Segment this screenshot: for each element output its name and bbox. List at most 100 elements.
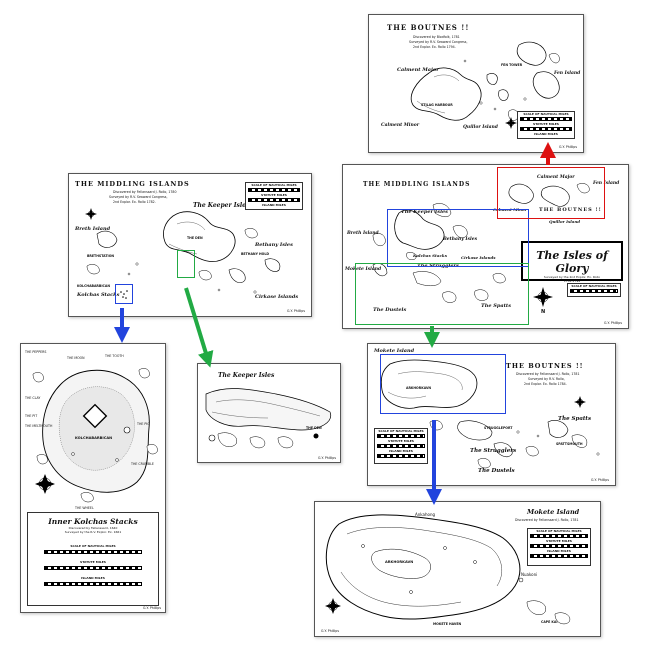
mokete-label-cape-kai: CAPE KAI [541, 620, 558, 624]
middling-label-cirkase: Cirkase Islands [255, 294, 299, 300]
boutnes-mid-label-struggleport: STRUGGLEPORT [484, 426, 513, 430]
label-fen-tower: FEN TOWER [501, 63, 523, 67]
map-middling-islands: THE MIDDLING ISLANDS Discovered by Fella… [68, 173, 312, 317]
glory-scale-bar [570, 289, 618, 293]
mokete-label-nuakoni: Nuakoni [521, 572, 538, 577]
middling-label-den: THE DEN [187, 236, 203, 240]
map-inner-kolchas-stacks: THE PEPPERS THE MOON THE TOOTH THE CLAY … [20, 343, 166, 613]
scale-bar [530, 534, 588, 538]
glory-middling-title: THE MIDDLING ISLANDS [363, 181, 471, 188]
map-isles-of-glory: THE MIDDLING ISLANDS THE BOUTNES !! The … [342, 164, 629, 329]
glory-label-keeper: The Keeper Isles [401, 209, 448, 215]
highlight-middling-blue [387, 209, 529, 267]
scale-bar [377, 444, 425, 448]
scale-nautical-label: SCALE OF NAUTICAL MILES [378, 429, 424, 433]
scale-island-label: ISLAND MILES [534, 132, 558, 136]
kolchas-label-meltmouth: THE MELTMOUTH [25, 424, 53, 428]
scale-bar [248, 198, 300, 202]
kolchas-label-pig: THE PIG [137, 422, 150, 426]
highlight-mokete-blue [380, 354, 506, 414]
middling-label-bethany-hold: BETHANY HOLD [241, 252, 270, 256]
kolchas-surveyed: Surveyed by the R.V. Explor. Ex. 1661 [64, 530, 122, 534]
glory-label-dustels: The Dustels [373, 307, 407, 313]
boutnes-mid-title: THE BOUTNES !! [506, 362, 584, 370]
glory-cartouche: The Isles of Glory Surveyed by the 2nd E… [521, 241, 623, 283]
middling-label-kolchas: Kolchas Stacks [77, 292, 120, 298]
kolchas-subtitle: Discovered by Fellanssard, 1640 [68, 526, 118, 530]
boutnes-detail-coastlines [410, 41, 560, 121]
den-label-den: THE DEN [306, 426, 322, 430]
glory-cartouche-sub2: 1781-1794 [563, 279, 581, 283]
glory-label-cirkase: Cirkase Islands [461, 255, 496, 260]
middling-coastlines [85, 208, 281, 299]
glory-cartouche-title: The Isles of Glory [536, 249, 608, 275]
middling-label-kolchabarbican: KOLCHABARBICAN [77, 284, 110, 288]
glory-label-calment-major: Calment Major [537, 175, 575, 180]
scale-nautical-label: SCALE OF NAUTICAL MILES [251, 183, 297, 187]
boutnes-mid-label-mokete: Mokete Island [374, 348, 415, 354]
scale-nautical-label: SCALE OF NAUTICAL MILES [523, 112, 569, 116]
signature: G.Y. Phillips [143, 606, 161, 610]
boutnes-detail-subtitle: Discovered by Blodfolk, 1781 [413, 35, 460, 39]
glory-label-breth: Breth Island [347, 231, 379, 236]
signature: G.Y. Phillips [318, 456, 336, 460]
boutnes-detail-title: THE BOUTNES !! [387, 23, 470, 32]
middling-label-breth: Breth Island [75, 226, 111, 232]
glory-scale: SCALE OF NAUTICAL MILES [567, 283, 621, 297]
middling-scale: SCALE OF NAUTICAL MILES STATUTE MILES IS… [245, 182, 303, 210]
map-boutnes-detail: THE BOUTNES !! Discovered by Blodfolk, 1… [368, 14, 584, 153]
glory-label-bethany: Bethany Isles [443, 237, 478, 242]
scale-statute-label: STATUTE MILES [546, 539, 572, 543]
glory-boutnes-title: THE BOUTNES !! [539, 207, 602, 213]
scale-bar [377, 434, 425, 438]
kolchas-label-peppers: THE PEPPERS [25, 350, 47, 354]
mokete-label-ankahong: Ankahong [415, 512, 436, 517]
label-fen-island: Fen Island [554, 71, 581, 76]
scale-statute-label: STATUTE MILES [261, 193, 287, 197]
scale-statute-label: STATUTE MILES [388, 439, 414, 443]
map-boutnes-mid: Mokete Island THE BOUTNES !! Discovered … [367, 343, 616, 486]
scale-bar [520, 127, 572, 131]
scale-bar [530, 544, 588, 548]
kolchas-label-crumble: THE CRUMBLE [131, 462, 154, 466]
boutnes-detail-surveyed: Surveyed by R.V. Seaward Congress, [409, 40, 468, 44]
scale-nautical-label: SCALE OF NAUTICAL MILES [536, 529, 582, 533]
mokete-title: Mokete Island [527, 508, 580, 516]
boutnes-mid-scale: SCALE OF NAUTICAL MILES STATUTE MILES IS… [374, 428, 428, 464]
label-quillor-island: Quillor Island [463, 125, 498, 130]
glory-label-spatts: The Spatts [481, 303, 512, 309]
label-calment-major: Calment Major [397, 67, 439, 73]
glory-label-mokete: Mokete Island [345, 267, 382, 272]
signature: G.Y. Phillips [604, 321, 622, 325]
scale-island-label: ISLAND MILES [547, 549, 571, 553]
scale-island-label: ISLAND MILES [262, 203, 286, 207]
mokete-coastlines [325, 514, 571, 625]
mokete-scale: SCALE OF NAUTICAL MILES STATUTE MILES IS… [527, 528, 591, 566]
scale-bar [44, 550, 142, 554]
label-stilag-harbour: STILAG HARBOUR [421, 103, 453, 107]
boutnes-mid-label-dustels: The Dustels [478, 468, 515, 474]
kolchas-label-kolchabarbican: KOLCHABARBICAN [75, 436, 113, 440]
scale-bar [44, 566, 142, 570]
kolchas-label-moon: THE MOON [67, 356, 85, 360]
highlight-boutnes-green [355, 263, 529, 325]
scale-bar [44, 582, 142, 586]
boutnes-mid-label-arkhorkavn: ARKHORKAVN [406, 386, 432, 390]
kolchas-label-tooth: THE TOOTH [105, 354, 124, 358]
map-mokete-island: Mokete Island Discovered by Fellanssard … [314, 501, 601, 637]
middling-date: 2nd Explor. Ex. Rollo 1782. [113, 200, 156, 204]
den-label-keeper: The Keeper Isles [218, 372, 275, 379]
glory-coastlines [372, 183, 590, 307]
scale-bar [377, 454, 425, 458]
middling-subtitle: Discovered by Fellanssard J. Rollo, 1780 [113, 190, 177, 194]
kolchas-scale-island: ISLAND MILES [81, 576, 105, 580]
scale-bar [520, 117, 572, 121]
highlight-kolchas-blue [115, 284, 133, 304]
kolchas-scale-nautical: SCALE OF NAUTICAL MILES [70, 544, 116, 548]
middling-label-keeper: The Keeper Isles [193, 202, 250, 209]
middling-label-bethany: Bethany Isles [255, 242, 293, 248]
middling-surveyed: Surveyed by R.V. Seaward Congress, [109, 195, 168, 199]
glory-cartouche-sub1: Surveyed by the 2nd Explor. Ex. Rollo [543, 275, 601, 279]
boutnes-mid-label-spatts: The Spatts [558, 416, 592, 422]
highlight-den-green [177, 250, 195, 278]
